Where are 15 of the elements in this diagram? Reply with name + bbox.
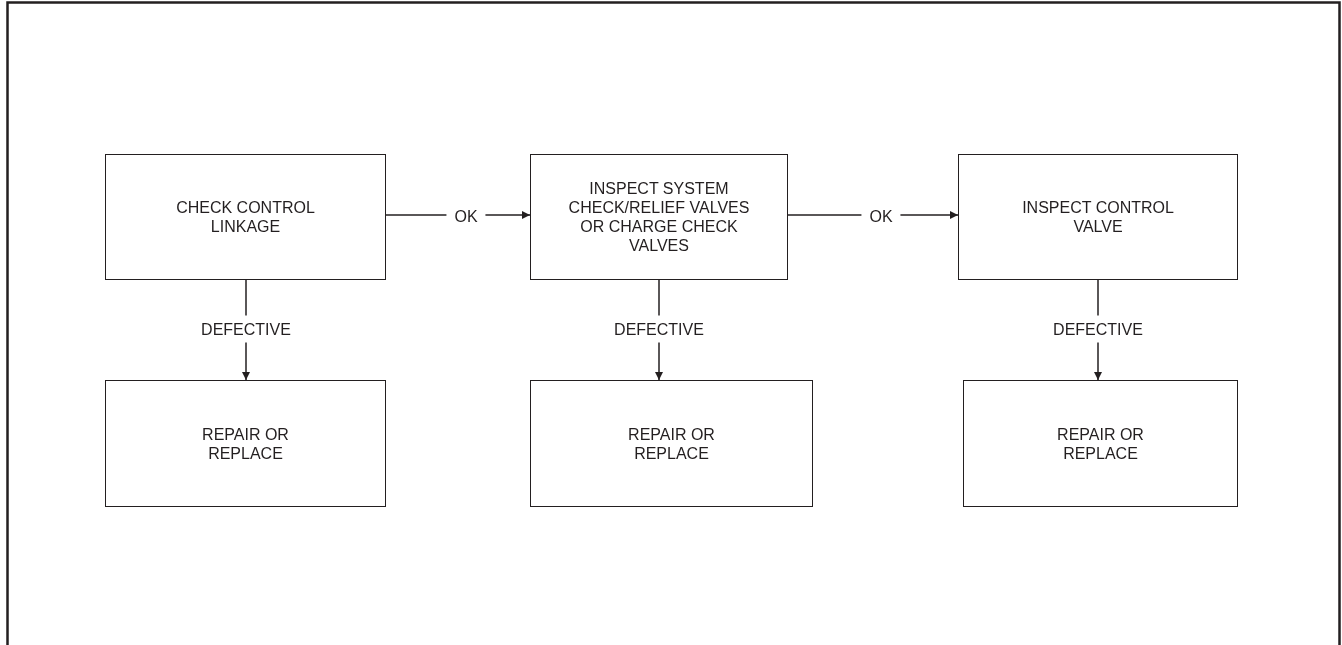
box-text: REPAIR OR REPLACE: [201, 424, 290, 463]
edge-label: DEFECTIVE: [1051, 315, 1145, 343]
process-box: [958, 154, 1238, 280]
box-text: REPAIR OR REPLACE: [627, 424, 716, 463]
box-text: INSPECT SYSTEM CHECK/RELIEF VALVES OR CHARGE CHECK VALVES: [567, 179, 751, 255]
box-text: INSPECT CONTROL VALVE: [1021, 198, 1175, 236]
box-text: CHECK CONTROL LINKAGE: [175, 198, 316, 236]
process-box: [530, 154, 788, 280]
process-box: [530, 380, 813, 507]
box-text: REPAIR OR REPLACE: [1056, 424, 1145, 463]
process-box: [105, 154, 386, 280]
edge-label: DEFECTIVE: [612, 315, 706, 343]
process-box: [963, 380, 1238, 507]
process-box: [105, 380, 386, 507]
edge-label: DEFECTIVE: [199, 315, 293, 343]
